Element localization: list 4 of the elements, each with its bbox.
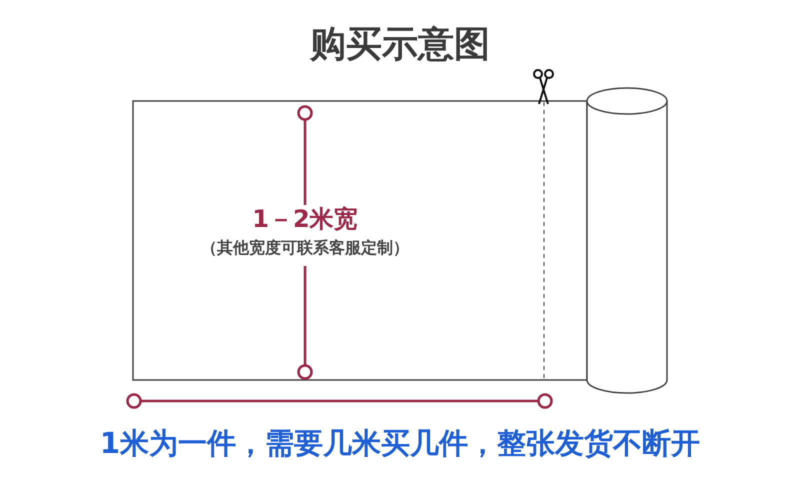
purchase-note: 1米为一件，需要几米买几件，整张发货不断开	[100, 425, 700, 462]
title: 购买示意图	[310, 23, 490, 67]
width-label: 1－2米宽	[252, 204, 358, 235]
width-note: （其他宽度可联系客服定制）	[201, 238, 409, 259]
